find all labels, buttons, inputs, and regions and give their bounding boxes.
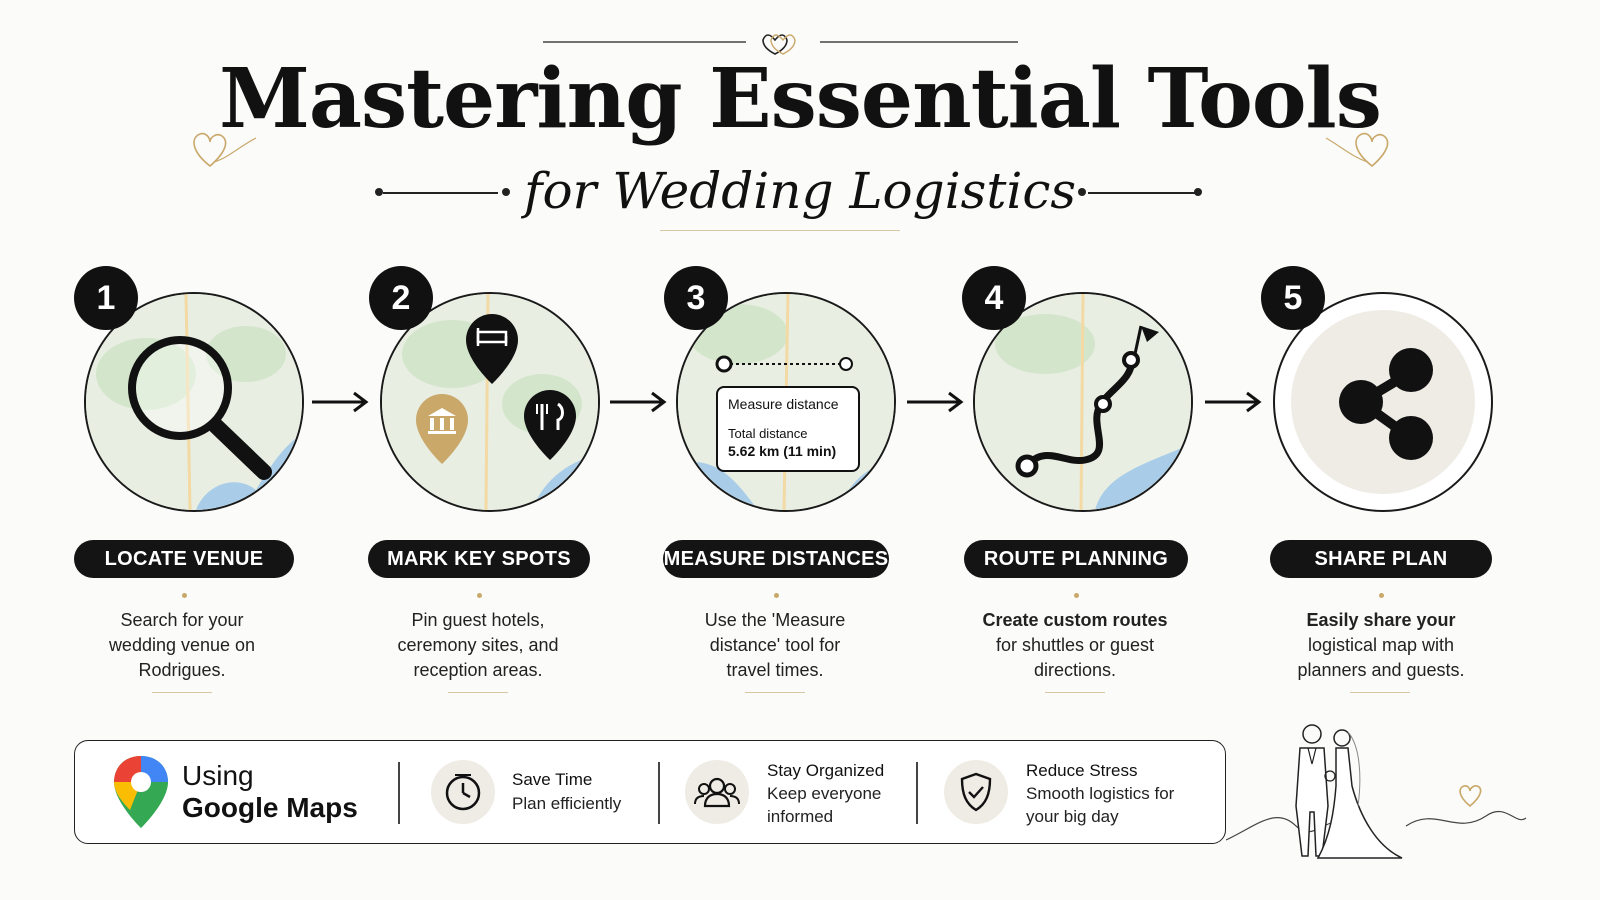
route-icon bbox=[1015, 325, 1159, 478]
measure-title: Measure distance bbox=[728, 396, 839, 412]
subtitle-line-right bbox=[1088, 192, 1196, 194]
footer-bar bbox=[74, 740, 1226, 844]
desc-line: travel times. bbox=[726, 660, 824, 680]
desc-line: distance' tool for bbox=[709, 635, 841, 655]
magnifier-icon bbox=[128, 336, 272, 480]
share-icon bbox=[1291, 310, 1475, 494]
arrow-right-icon bbox=[312, 391, 369, 413]
ceremony-pin-icon bbox=[416, 394, 468, 464]
feature-2-title: Stay Organized bbox=[767, 761, 885, 780]
feature-sub-line: Smooth logistics for bbox=[1026, 784, 1175, 803]
desc-line: Pin guest hotels, bbox=[411, 610, 545, 630]
desc-line: planners and guests. bbox=[1297, 660, 1465, 680]
step-4-description: Create custom routes for shuttles or gue… bbox=[955, 608, 1195, 683]
desc-line: Create custom routes bbox=[982, 610, 1168, 630]
gold-dot bbox=[477, 593, 482, 598]
restaurant-pin-icon bbox=[524, 390, 576, 460]
divider-line bbox=[1350, 692, 1410, 693]
page-title: Mastering Essential Tools bbox=[219, 51, 1382, 147]
footer-separator bbox=[398, 762, 400, 824]
step-3-description: Use the 'Measure distance' tool for trav… bbox=[655, 608, 895, 683]
divider-line bbox=[1045, 692, 1105, 693]
desc-line: logistical map with bbox=[1307, 635, 1455, 655]
subtitle-dot-left bbox=[375, 188, 383, 196]
divider-line bbox=[745, 692, 805, 693]
subtitle-underline bbox=[660, 230, 900, 231]
step-2-description: Pin guest hotels, ceremony sites, and re… bbox=[358, 608, 598, 683]
desc-line: Use the 'Measure bbox=[704, 610, 846, 630]
feature-sub-line: your big day bbox=[1026, 807, 1119, 826]
save-time-icon-circle bbox=[431, 760, 495, 824]
desc-line: reception areas. bbox=[413, 660, 543, 680]
step-5-number: 5 bbox=[1261, 266, 1325, 330]
feature-1-sub: Plan efficiently bbox=[512, 792, 621, 815]
total-distance-label: Total distance bbox=[728, 426, 808, 441]
top-ornament bbox=[543, 34, 1018, 55]
page-subtitle: for Wedding Logistics bbox=[523, 162, 1077, 220]
step-2-label: MARK KEY SPOTS bbox=[368, 540, 590, 578]
clock-icon bbox=[445, 774, 481, 811]
hotel-pin-icon bbox=[466, 314, 518, 384]
heart-decoration-right bbox=[1325, 132, 1389, 168]
gold-dot bbox=[1074, 593, 1079, 598]
feature-1-title: Save Time bbox=[512, 770, 593, 789]
step-2-map-circle bbox=[380, 292, 600, 512]
people-icon bbox=[694, 777, 740, 808]
step-3-label: MEASURE DISTANCES bbox=[663, 540, 889, 578]
measure-line-icon bbox=[715, 355, 853, 373]
wedding-couple-illustration bbox=[1226, 724, 1527, 859]
divider-line bbox=[152, 692, 212, 693]
desc-line: directions. bbox=[1033, 660, 1117, 680]
feature-sub-line: Keep everyone bbox=[767, 784, 882, 803]
step-5-description: Easily share your logistical map with pl… bbox=[1261, 608, 1501, 683]
step-3-map-circle: Measure distance Total distance 5.62 km … bbox=[676, 292, 896, 512]
step-4-number: 4 bbox=[962, 266, 1026, 330]
divider-line bbox=[448, 692, 508, 693]
step-1-number: 1 bbox=[74, 266, 138, 330]
desc-line: for shuttles or guest bbox=[995, 635, 1155, 655]
stay-organized-icon-circle bbox=[685, 760, 749, 824]
desc-line: wedding venue on bbox=[108, 635, 256, 655]
google-maps-pin-icon bbox=[114, 756, 168, 828]
feature-sub-line: Plan efficiently bbox=[512, 794, 622, 813]
step-1-label: LOCATE VENUE bbox=[74, 540, 294, 578]
desc-line: Search for your bbox=[120, 610, 244, 630]
gold-dot bbox=[774, 593, 779, 598]
pins-group bbox=[416, 314, 576, 464]
gold-dot bbox=[1379, 593, 1384, 598]
measure-distance-box: Measure distance Total distance 5.62 km … bbox=[716, 386, 860, 472]
step-5-label: SHARE PLAN bbox=[1270, 540, 1492, 578]
reduce-stress-icon-circle bbox=[944, 760, 1008, 824]
subtitle-line-left bbox=[383, 192, 498, 194]
step-4-map-circle bbox=[973, 292, 1193, 512]
step-1-map-circle bbox=[84, 292, 304, 512]
feature-sub-line: informed bbox=[767, 807, 834, 826]
step-4-label: ROUTE PLANNING bbox=[964, 540, 1188, 578]
feature-2-sub: Keep everyone informed bbox=[767, 782, 881, 828]
step-1-description: Search for your wedding venue on Rodrigu… bbox=[62, 608, 302, 683]
heart-decoration-left bbox=[193, 132, 257, 168]
brand-google-maps: Google Maps bbox=[182, 792, 358, 823]
total-distance-value: 5.62 km (11 min) bbox=[728, 443, 837, 459]
arrow-right-icon bbox=[907, 391, 964, 413]
shield-check-icon bbox=[960, 772, 992, 812]
brand-using: Using bbox=[182, 760, 254, 791]
step-5-circle bbox=[1273, 292, 1493, 512]
arrow-right-icon bbox=[1205, 391, 1262, 413]
desc-line: Easily share your bbox=[1306, 610, 1456, 630]
step-2-number: 2 bbox=[369, 266, 433, 330]
desc-line: Rodrigues. bbox=[138, 660, 226, 680]
map-background bbox=[975, 294, 1191, 510]
subtitle-dot-left-inner bbox=[502, 188, 510, 196]
subtitle-dot-right bbox=[1194, 188, 1202, 196]
desc-line: ceremony sites, and bbox=[397, 635, 559, 655]
feature-3-sub: Smooth logistics for your big day bbox=[1026, 782, 1174, 828]
feature-3-title: Reduce Stress bbox=[1026, 761, 1138, 780]
step-3-number: 3 bbox=[664, 266, 728, 330]
subtitle-dot-right-inner bbox=[1078, 188, 1086, 196]
arrow-right-icon bbox=[610, 391, 667, 413]
footer-separator bbox=[658, 762, 660, 824]
footer-separator bbox=[916, 762, 918, 824]
gold-dot bbox=[182, 593, 187, 598]
